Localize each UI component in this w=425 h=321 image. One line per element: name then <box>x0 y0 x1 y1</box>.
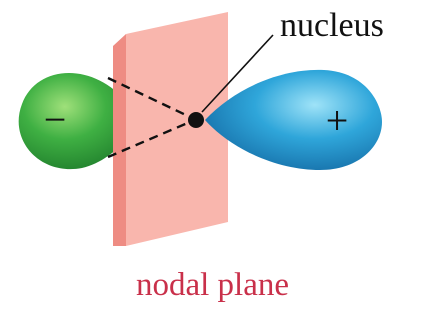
nodal-plane-edge <box>113 34 126 246</box>
nodal-plane <box>113 12 228 246</box>
negative-sign: − <box>44 97 67 142</box>
cone-lines <box>107 76 191 159</box>
nodal-plane-label: nodal plane <box>135 267 290 303</box>
negative-lobe <box>18 72 141 170</box>
nucleus-dot <box>188 112 204 128</box>
nucleus-leader-line <box>201 34 274 113</box>
nodal-plane-face <box>126 12 228 246</box>
positive-sign: + <box>326 98 349 143</box>
positive-lobe <box>205 69 382 170</box>
upper-cone-line <box>107 76 191 119</box>
nucleus-label: nucleus <box>280 7 384 44</box>
